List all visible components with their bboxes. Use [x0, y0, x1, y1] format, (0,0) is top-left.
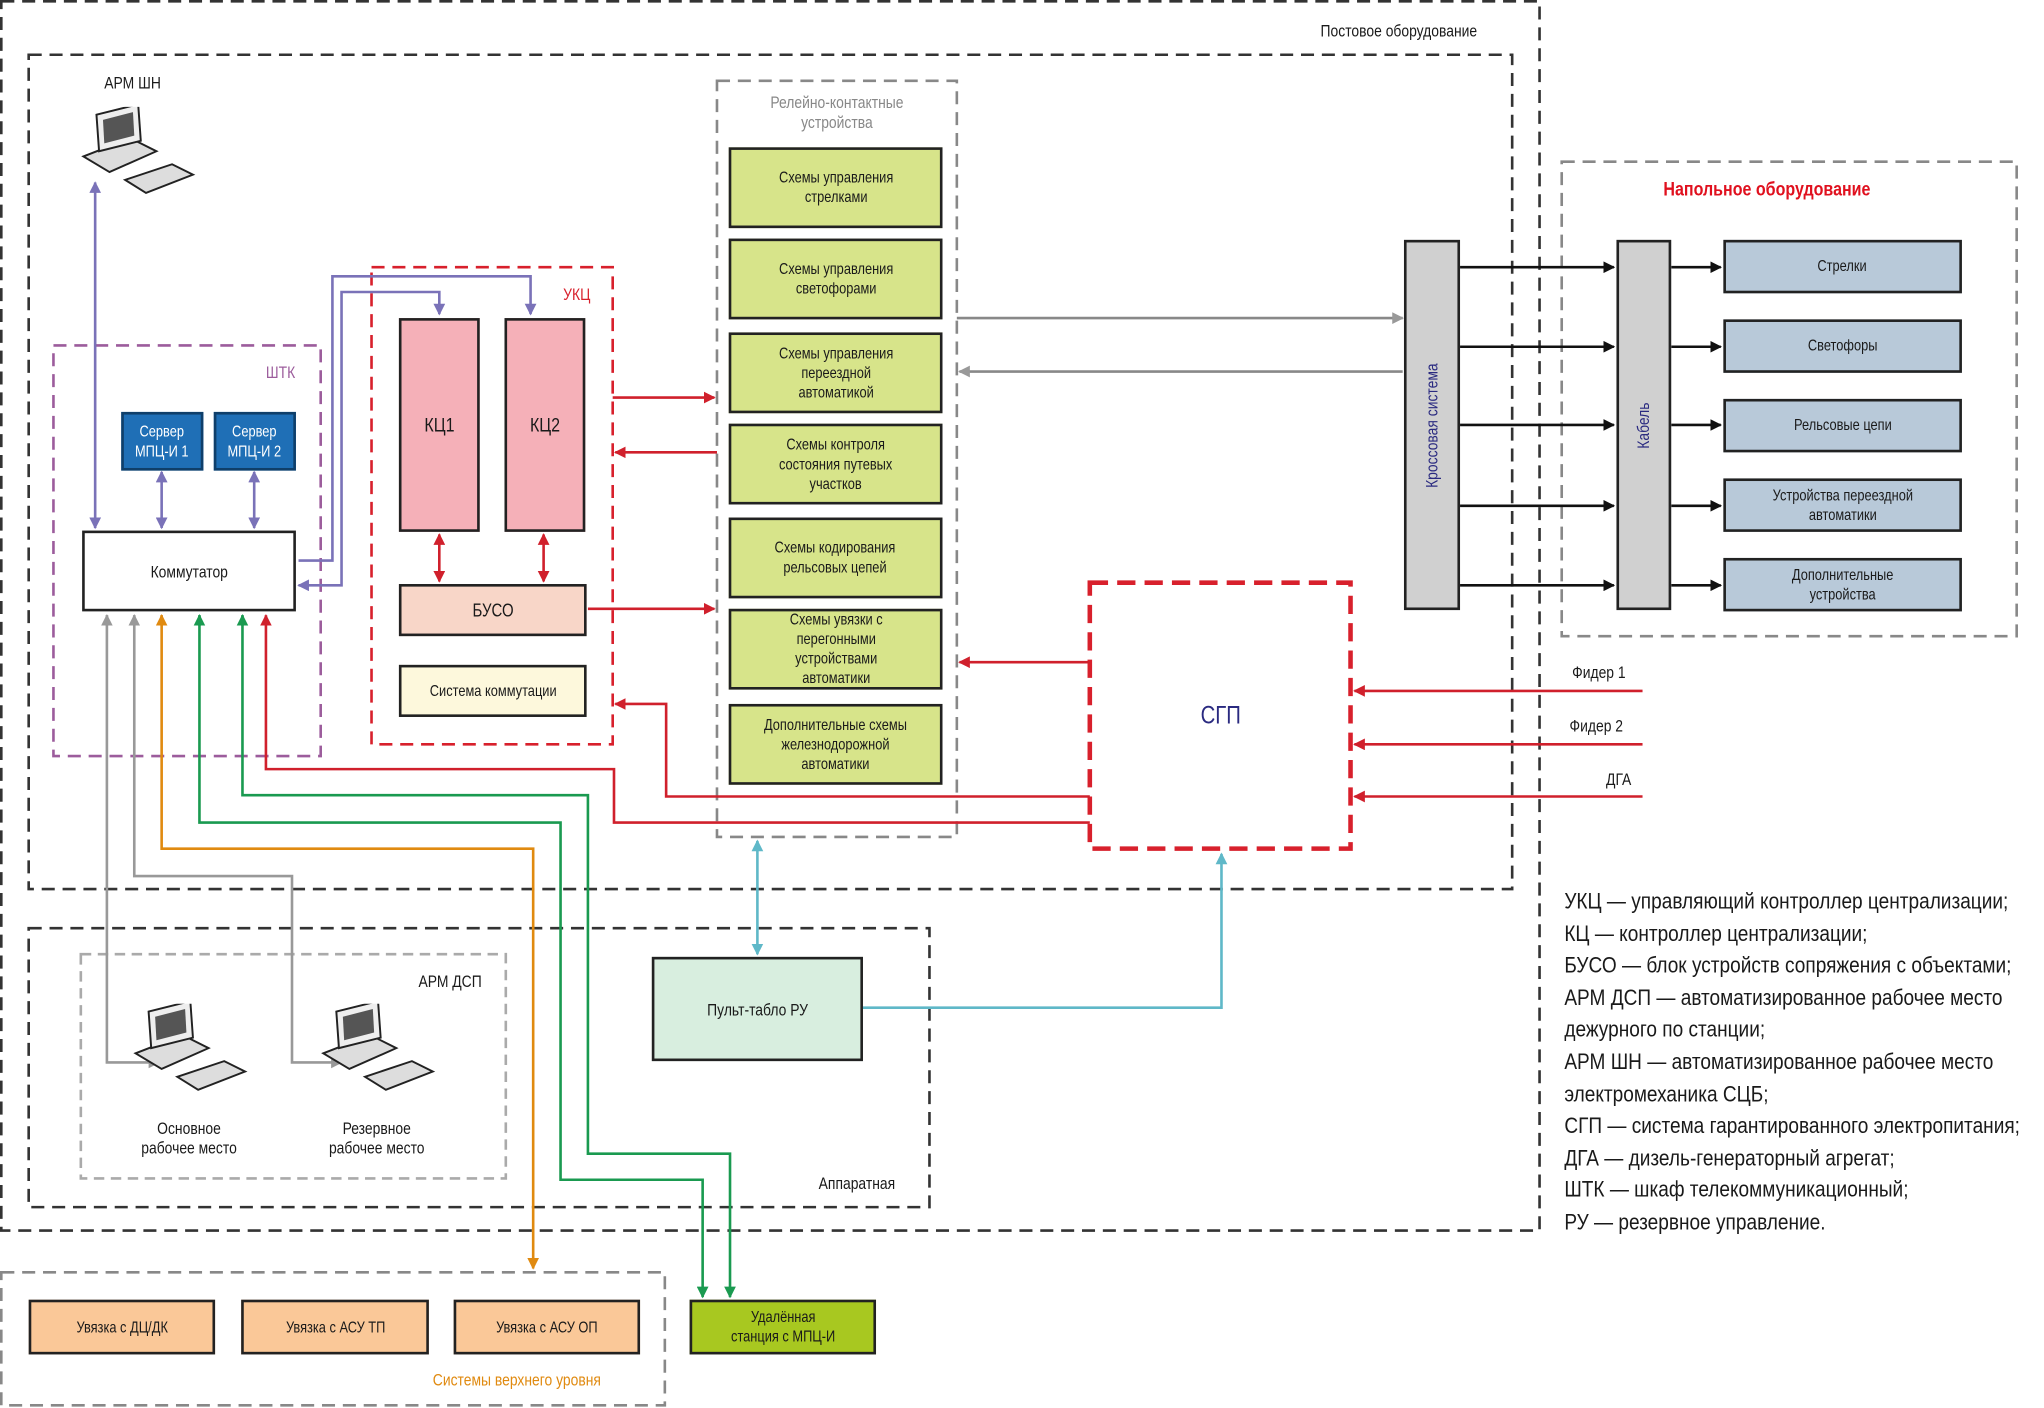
arm-shn-title: АРМ ШН	[104, 73, 161, 93]
legend-item: электромеханика СЦБ;	[1564, 1081, 1769, 1107]
cross-system: Кроссовая система	[1403, 239, 1461, 611]
sgp-label: СГП	[1200, 702, 1241, 731]
computer-icon	[321, 1003, 436, 1091]
feeder-1-label: Фидер 1	[1572, 662, 1626, 682]
main-workstation-label: Основное рабочее место	[141, 1118, 237, 1158]
server-mpc-1: Сервер МПЦ-И 1	[121, 411, 204, 471]
network-switch: Коммутатор	[82, 530, 296, 612]
reserve-workstation-label: Резервное рабочее место	[328, 1118, 425, 1158]
legend-item: дежурного по станции;	[1564, 1017, 1766, 1043]
post-equipment-title: Постовое оборудование	[1320, 20, 1478, 41]
upper-system-asu-op: Увязка с АСУ ОП	[453, 1299, 641, 1355]
upper-system-asu-tp: Увязка с АСУ ТП	[241, 1299, 429, 1355]
controller-kc1: КЦ1	[398, 318, 480, 532]
legend-item: КЦ — контроллер централизации;	[1564, 921, 1868, 946]
relay-scheme-interlink: Схемы увязки с перегонными устройствами …	[728, 608, 943, 690]
remote-station: Удалённая станция с МПЦ-И	[689, 1299, 877, 1355]
floor-item-switches: Стрелки	[1723, 239, 1962, 294]
floor-item-crossing-devices: Устройства переездной автоматики	[1723, 478, 1962, 532]
relay-contact-border	[715, 79, 959, 839]
floor-item-track-circuits: Рельсовые цепи	[1723, 398, 1962, 453]
relay-scheme-additional: Дополнительные схемы железнодорожной авт…	[728, 703, 943, 785]
apparatus-room-title: Аппаратная	[818, 1173, 896, 1193]
inner-post-border	[27, 53, 1514, 891]
relay-scheme-track-control: Схемы контроля состояния путевых участко…	[728, 423, 943, 505]
dga-label: ДГА	[1606, 769, 1632, 789]
cable: Кабель	[1616, 239, 1672, 611]
legend-item: УКЦ — управляющий контроллер централизац…	[1564, 889, 2009, 914]
legend-item: АРМ ШН — автоматизированное рабочее мест…	[1564, 1049, 1994, 1075]
relay-contact-title: Релейно-контактные устройства	[770, 92, 904, 132]
floor-equipment-border	[1560, 160, 2018, 638]
ukc-title: УКЦ	[563, 284, 591, 304]
relay-scheme-switches: Схемы управления стрелками	[728, 147, 943, 229]
computer-icon	[81, 106, 196, 195]
commutation-system: Система коммутации	[398, 664, 587, 717]
reserve-control-panel: Пульт-табло РУ	[651, 956, 863, 1062]
shtk-border	[52, 344, 322, 758]
relay-scheme-coding: Схемы кодирования рельсовых цепей	[728, 517, 943, 599]
floor-equipment-title: Напольное оборудование	[1663, 178, 1871, 201]
post-equipment-border	[0, 0, 1541, 1232]
feeder-2-label: Фидер 2	[1569, 715, 1624, 736]
legend-item: БУСО — блок устройств сопряжения с объек…	[1564, 953, 2012, 978]
shtk-title: ШТК	[265, 362, 296, 382]
legend-item: ДГА — дизель-генераторный агрегат;	[1564, 1145, 1895, 1171]
apparatus-room-border	[27, 926, 931, 1209]
legend-item: АРМ ДСП — автоматизированное рабочее мес…	[1564, 985, 2003, 1011]
floor-item-additional: Дополнительные устройства	[1723, 557, 1962, 612]
arm-dsp-title: АРМ ДСП	[418, 971, 482, 991]
controller-kc2: КЦ2	[504, 318, 586, 532]
legend-item: СГП — система гарантированного электропи…	[1564, 1113, 2020, 1139]
upper-system-dc-dk: Увязка с ДЦ/ДК	[28, 1299, 216, 1355]
server-mpc-2: Сервер МПЦ-И 2	[213, 411, 296, 471]
legend-item: РУ — резервное управление.	[1564, 1209, 1826, 1235]
legend-item: ШТК — шкаф телекоммуникационный;	[1564, 1177, 1909, 1203]
computer-icon	[133, 1003, 248, 1091]
floor-item-signals: Светофоры	[1723, 319, 1962, 373]
upper-level-title: Системы верхнего уровня	[432, 1370, 601, 1390]
sgp-border	[1087, 580, 1353, 851]
relay-scheme-crossing: Схемы управления переездной автоматикой	[728, 332, 943, 414]
relay-scheme-signals: Схемы управления светофорами	[728, 238, 943, 320]
buso-block: БУСО	[398, 584, 587, 637]
